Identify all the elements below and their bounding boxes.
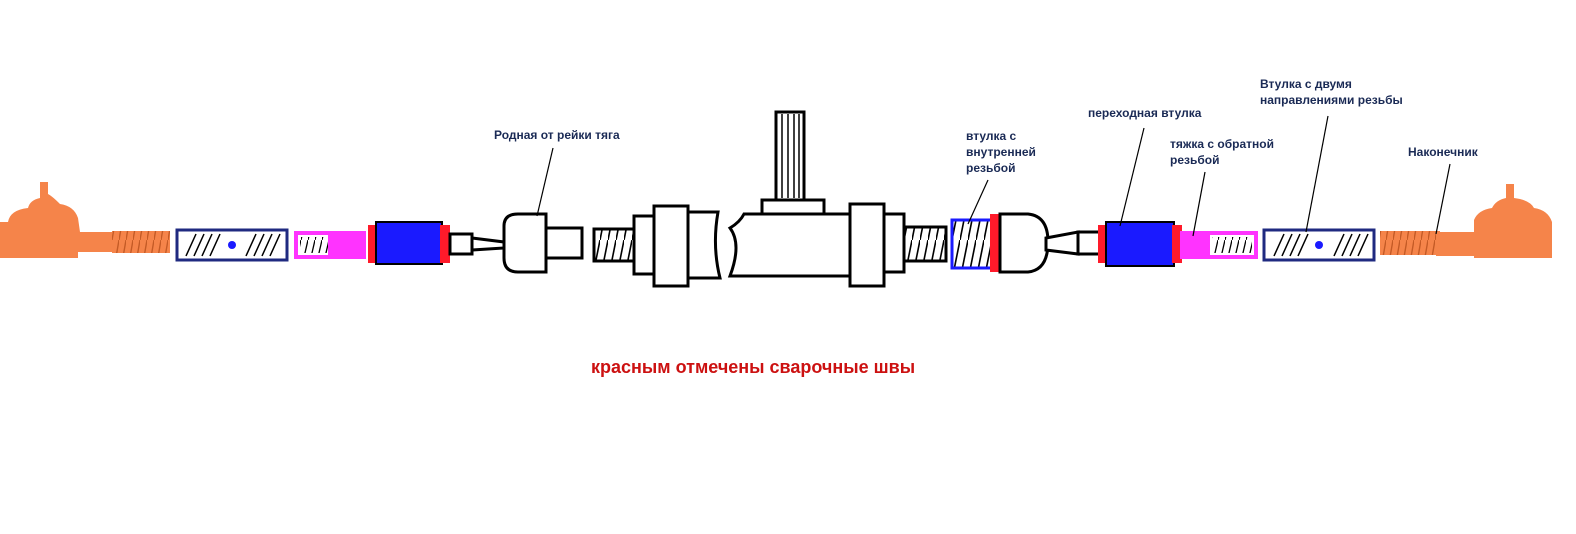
label-reverse-rod: тяжка с обратной резьбой: [1170, 137, 1274, 167]
right-reverse-rod: [1180, 231, 1258, 259]
right-rack-thread: [902, 225, 948, 263]
left-ball-joint: [502, 212, 584, 274]
right-tie-rod-end: [1380, 184, 1552, 258]
label-adapter-sleeve: переходная втулка: [1088, 106, 1202, 120]
left-tip-thread: [112, 231, 170, 253]
left-dual-thread-sleeve: [175, 228, 289, 262]
right-ball-joint: [998, 212, 1102, 274]
right-adapter-sleeve: [1098, 221, 1182, 267]
left-reverse-rod: [294, 231, 366, 259]
leader-lines: [536, 115, 1451, 237]
label-internal-thread-sleeve: втулка с внутренней резьбой: [966, 129, 1036, 175]
label-native-rod: Родная от рейки тяга: [494, 128, 620, 142]
left-rack-thread: [592, 227, 636, 263]
central-rack-housing: [727, 110, 906, 288]
right-internal-thread-sleeve: [950, 214, 1000, 272]
left-adapter-sleeve: [368, 221, 506, 265]
label-tip: Наконечник: [1408, 145, 1478, 159]
left-tie-rod-end: [0, 182, 170, 258]
left-rack-housing: [632, 204, 722, 288]
right-tip-thread: [1380, 231, 1440, 255]
label-dual-thread-sleeve: Втулка с двумя направлениями резьбы: [1260, 77, 1403, 107]
right-dual-thread-sleeve: [1262, 228, 1376, 262]
weld-caption: красным отмечены сварочные швы: [591, 357, 916, 377]
